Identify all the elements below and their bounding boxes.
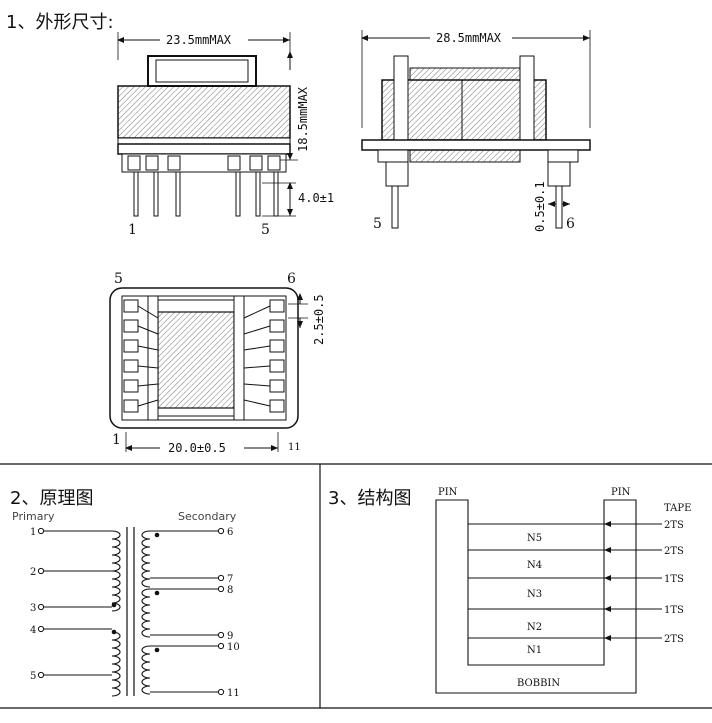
pin-left-label: PIN bbox=[438, 487, 458, 498]
secondary-coils bbox=[141, 530, 218, 695]
bobbin-label: BOBBIN bbox=[517, 678, 560, 689]
primary-label: Primary bbox=[12, 510, 55, 523]
winding-n4: N4 bbox=[527, 560, 542, 571]
secondary-pin-11: 11 bbox=[227, 688, 240, 699]
polarity-dot bbox=[111, 602, 117, 608]
structure-diagram: PIN PIN TAPE N5 N4 N3 N2 N1 2TS 2TS 1TS … bbox=[435, 487, 691, 694]
primary-pin-4: 4 bbox=[30, 625, 36, 636]
polarity-dot bbox=[111, 629, 117, 635]
terminal-circles bbox=[37, 527, 225, 696]
bottom-pin-pads bbox=[123, 299, 285, 413]
winding-n3: N3 bbox=[527, 589, 542, 600]
polarity-dot bbox=[154, 590, 160, 596]
pin-length-label: 4.0±1 bbox=[298, 191, 334, 205]
tape-leaders bbox=[604, 521, 662, 641]
secondary-pin-10: 10 bbox=[227, 642, 240, 653]
winding-n5: N5 bbox=[527, 533, 542, 544]
secondary-label: Secondary bbox=[178, 510, 237, 523]
pin-thickness-label: 0.5±0.1 bbox=[533, 181, 547, 232]
bottom-pin-6-label: 6 bbox=[287, 271, 296, 287]
tape-label: TAPE bbox=[664, 503, 691, 514]
tape-n1: 2TS bbox=[664, 634, 684, 645]
secondary-pin-8: 8 bbox=[227, 585, 233, 596]
tape-n3: 1TS bbox=[664, 574, 684, 585]
structure-title: 3、结构图 bbox=[328, 488, 412, 509]
bottom-pin-1-label: 1 bbox=[112, 432, 121, 448]
bobbin-outline bbox=[435, 499, 637, 694]
pin-right-label: PIN bbox=[611, 487, 631, 498]
pin-pitch-label: 2.5±0.5 bbox=[312, 294, 326, 345]
bottom-pin-11-label: 11 bbox=[288, 442, 301, 453]
primary-pin-1: 1 bbox=[30, 527, 36, 538]
schematic-title: 2、原理图 bbox=[10, 488, 94, 509]
primary-coil bbox=[44, 530, 121, 697]
side-width-label: 28.5mmMAX bbox=[436, 31, 502, 45]
polarity-dot bbox=[154, 532, 160, 538]
secondary-pin-9: 9 bbox=[227, 631, 233, 642]
front-view: 23.5mmMAX 18.5mmMAX 4.0±1 1 5 bbox=[117, 32, 334, 238]
front-height-label: 18.5mmMAX bbox=[296, 86, 310, 152]
row-spacing-label: 20.0±0.5 bbox=[168, 441, 226, 455]
bottom-view: 5 6 2.5±0.5 1 11 bbox=[109, 271, 326, 455]
winding-n1: N1 bbox=[527, 645, 542, 656]
side-pin-6-label: 6 bbox=[566, 216, 575, 232]
tape-n5: 2TS bbox=[664, 520, 684, 531]
tape-n2: 1TS bbox=[664, 605, 684, 616]
side-view: 28.5mmMAX 0.5±0.1 5 6 bbox=[361, 30, 591, 232]
front-pin-5-label: 5 bbox=[261, 222, 270, 238]
secondary-pin-7: 7 bbox=[227, 574, 233, 585]
primary-pin-2: 2 bbox=[30, 567, 36, 578]
polarity-dot bbox=[154, 647, 160, 653]
secondary-pin-6: 6 bbox=[227, 527, 233, 538]
side-pin-5-label: 5 bbox=[373, 216, 382, 232]
schematic-diagram: Primary Secondary bbox=[12, 510, 240, 699]
primary-pin-3: 3 bbox=[30, 603, 36, 614]
bottom-pin-5-label: 5 bbox=[114, 271, 123, 287]
primary-pin-5: 5 bbox=[30, 671, 36, 682]
front-width-label: 23.5mmMAX bbox=[166, 33, 232, 47]
dimensions-title: 1、外形尺寸: bbox=[6, 12, 114, 33]
tape-n4: 2TS bbox=[664, 546, 684, 557]
front-pin-1-label: 1 bbox=[128, 222, 137, 238]
winding-n2: N2 bbox=[527, 622, 542, 633]
